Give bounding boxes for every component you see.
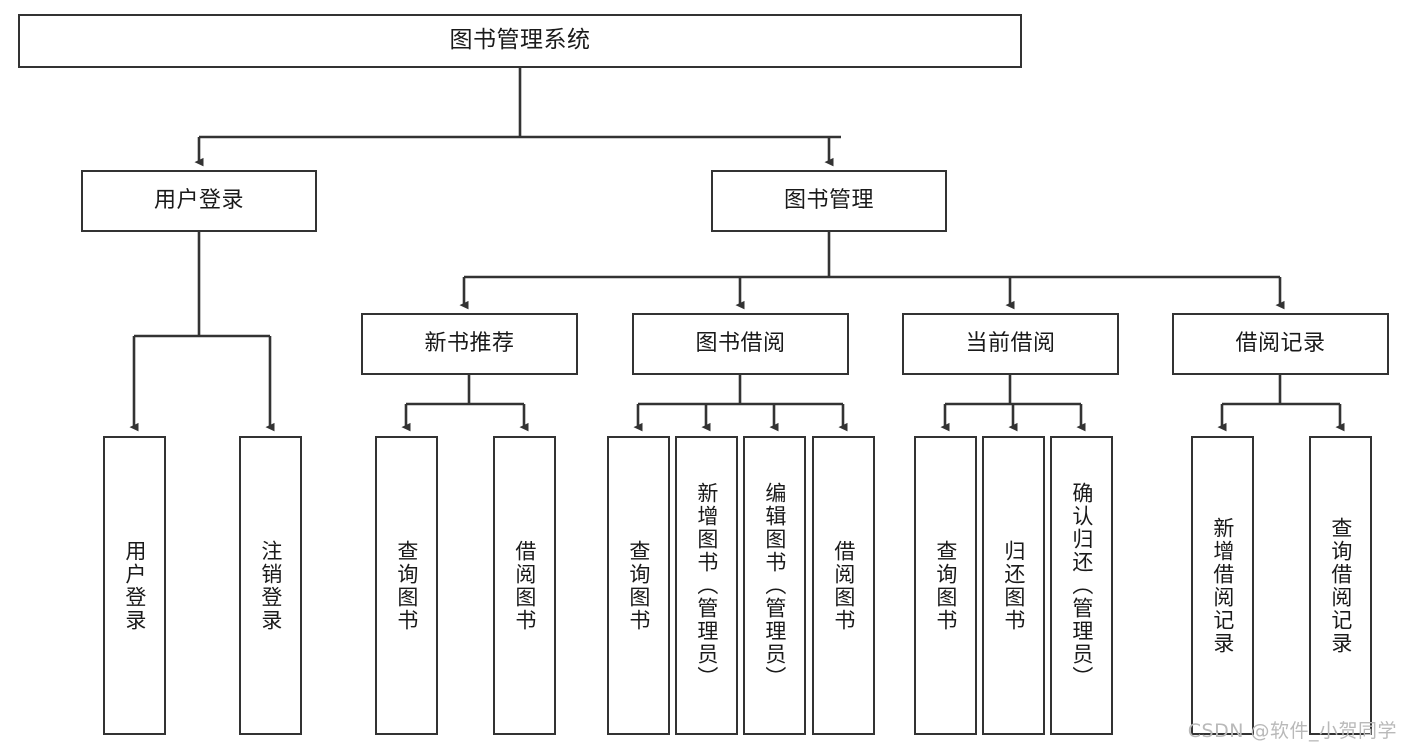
node-label: 注销登录 (258, 539, 283, 632)
node-label: 用户登录 (122, 539, 147, 632)
node-label: 用户登录 (153, 188, 244, 214)
node-label: 查询图书 (933, 539, 958, 632)
node-label: 图书管理 (783, 188, 874, 214)
leaf-book-borrow-query[interactable]: 查询图书 (607, 436, 670, 735)
leaf-new-book-query[interactable]: 查询图书 (375, 436, 438, 735)
leaf-borrow-record-add[interactable]: 新增借阅记录 (1191, 436, 1254, 735)
leaf-current-borrow-return[interactable]: 归还图书 (982, 436, 1045, 735)
node-new-book-recommend[interactable]: 新书推荐 (361, 313, 578, 375)
node-label: 确认归还（管理员） (1069, 482, 1094, 689)
node-label: 编辑图书（管理员） (762, 482, 787, 689)
leaf-current-borrow-query[interactable]: 查询图书 (914, 436, 977, 735)
node-label: 借阅记录 (1235, 331, 1326, 357)
leaf-user-login-signout[interactable]: 注销登录 (239, 436, 302, 735)
leaf-current-borrow-confirm-return[interactable]: 确认归还（管理员） (1050, 436, 1113, 735)
node-label: 新增借阅记录 (1210, 516, 1235, 655)
watermark: CSDN @软件_小贺同学 (1187, 720, 1397, 742)
leaf-book-borrow-add[interactable]: 新增图书（管理员） (675, 436, 738, 735)
node-user-login[interactable]: 用户登录 (81, 170, 317, 232)
node-label: 查询借阅记录 (1328, 516, 1353, 655)
node-label: 借阅图书 (512, 539, 537, 632)
node-label: 查询图书 (626, 539, 651, 632)
node-root-system[interactable]: 图书管理系统 (18, 14, 1022, 68)
leaf-new-book-borrow[interactable]: 借阅图书 (493, 436, 556, 735)
node-label: 查询图书 (394, 539, 419, 632)
node-label: 当前借阅 (965, 331, 1056, 357)
node-borrow-record[interactable]: 借阅记录 (1172, 313, 1389, 375)
node-label: 归还图书 (1001, 539, 1026, 632)
node-current-borrow[interactable]: 当前借阅 (902, 313, 1119, 375)
node-label: 图书管理系统 (449, 27, 591, 54)
node-label: 借阅图书 (831, 539, 856, 632)
node-book-management[interactable]: 图书管理 (711, 170, 947, 232)
node-label: 新书推荐 (424, 331, 515, 357)
node-label: 图书借阅 (695, 331, 786, 357)
node-label: 新增图书（管理员） (694, 482, 719, 689)
leaf-book-borrow-lend[interactable]: 借阅图书 (812, 436, 875, 735)
node-book-borrow[interactable]: 图书借阅 (632, 313, 849, 375)
leaf-borrow-record-query[interactable]: 查询借阅记录 (1309, 436, 1372, 735)
leaf-book-borrow-edit[interactable]: 编辑图书（管理员） (743, 436, 806, 735)
leaf-user-login-signin[interactable]: 用户登录 (103, 436, 166, 735)
